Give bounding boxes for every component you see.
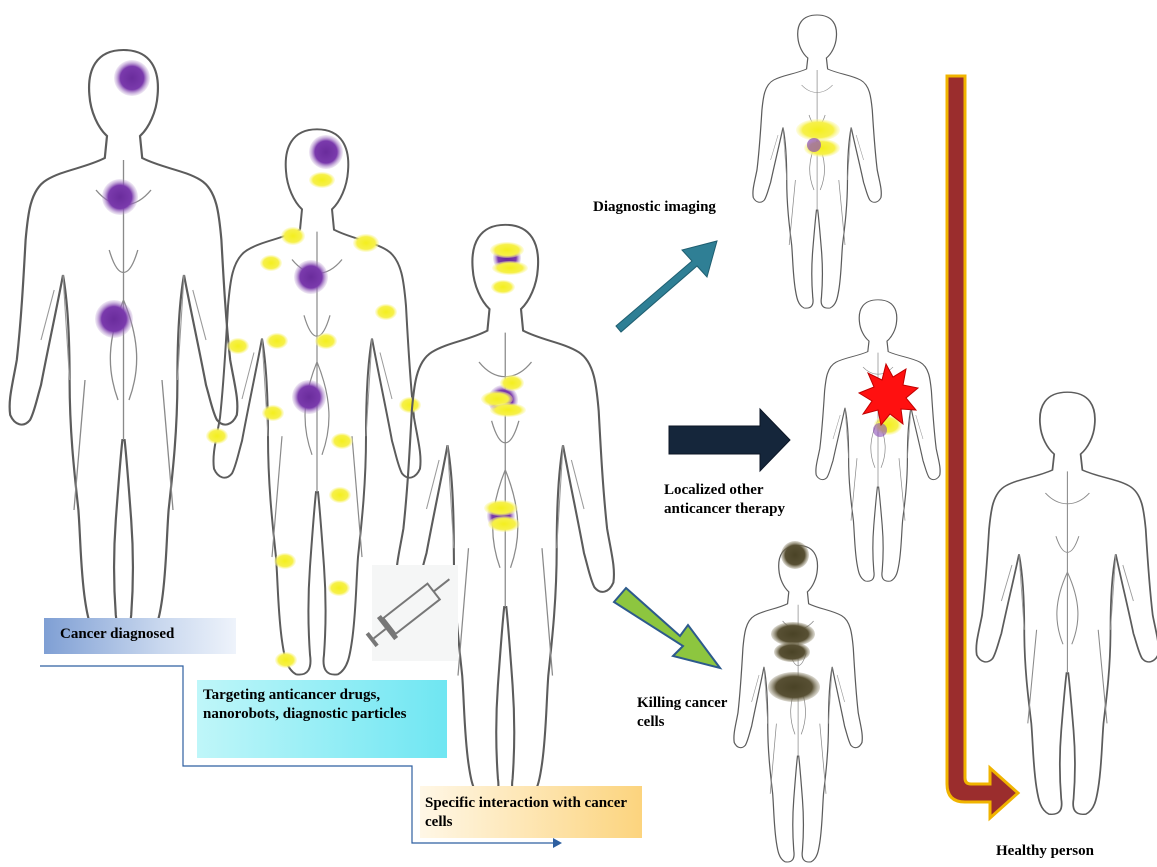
syringe-icon <box>362 565 458 661</box>
label-killing: Killing cancer cells <box>637 694 752 732</box>
body-diagnosed <box>10 50 238 636</box>
label-cancer-diagnosed: Cancer diagnosed <box>60 625 174 644</box>
body-therapy <box>816 300 940 581</box>
label-targeting: Targeting anticancer drugs, nanorobots, … <box>203 686 439 724</box>
label-healthy: Healthy person <box>996 842 1094 861</box>
dead-cells <box>768 541 820 702</box>
label-specific-interaction: Specific interaction with cancer cells <box>425 794 635 832</box>
arrow-to-healthy <box>947 76 1018 818</box>
markers-imaging <box>796 119 840 157</box>
body-imaging <box>753 15 881 308</box>
arrow-to-therapy <box>669 409 790 471</box>
arrow-to-imaging <box>616 241 717 332</box>
arrow-to-killing <box>614 588 720 668</box>
body-healthy <box>976 392 1157 814</box>
markers-interaction <box>481 242 528 532</box>
body-killing <box>734 545 862 862</box>
connector-arrowhead <box>553 838 562 848</box>
label-diagnostic-imaging: Diagnostic imaging <box>593 198 716 217</box>
label-localized-therapy: Localized other anticancer therapy <box>664 481 814 519</box>
